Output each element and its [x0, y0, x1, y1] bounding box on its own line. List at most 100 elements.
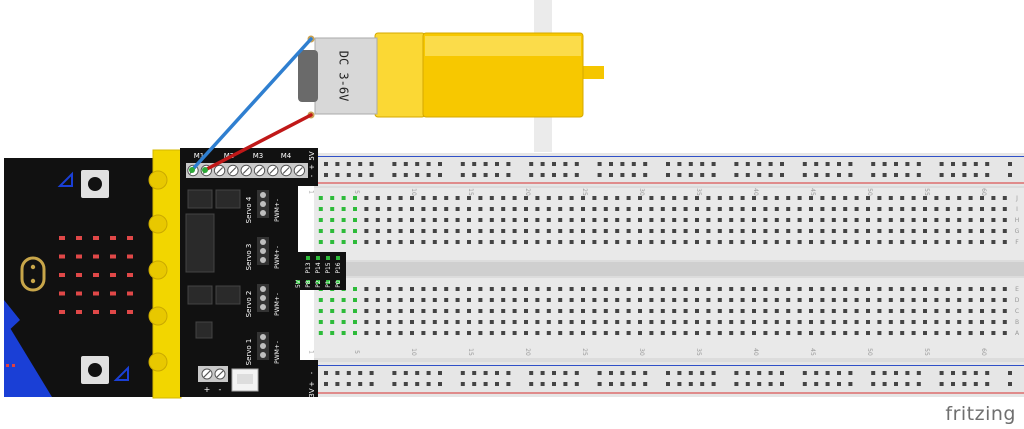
breadboard-hole — [444, 240, 449, 244]
rail-hole — [848, 173, 853, 177]
breadboard-hole — [444, 331, 449, 335]
rail-hole — [346, 371, 351, 375]
breadboard-hole — [774, 331, 779, 335]
rail-hole — [905, 371, 910, 375]
driver-board-body — [180, 148, 346, 397]
breadboard-hole — [421, 218, 426, 222]
breadboard: 1155101015152020252530303535404045455050… — [307, 153, 1024, 397]
motor-gearbox-front — [374, 32, 426, 118]
breadboard-hole — [740, 240, 745, 244]
servo-header-pin — [260, 210, 266, 216]
breadboard-hole — [717, 218, 722, 222]
rail-hole — [631, 173, 636, 177]
breadboard-hole — [911, 240, 916, 244]
breadboard-hole — [888, 196, 893, 200]
breadboard-hole — [501, 320, 506, 324]
breadboard-hole — [980, 309, 984, 313]
breadboard-hole — [843, 240, 848, 244]
breadboard-hole — [660, 331, 665, 335]
rail-hole — [335, 162, 340, 166]
rail-hole — [346, 162, 351, 166]
breadboard-hole — [626, 287, 631, 291]
rail-hole — [369, 173, 374, 177]
rail-hole — [392, 173, 397, 177]
breadboard-hole — [398, 229, 403, 233]
breadboard-hole — [581, 229, 585, 233]
breadboard-hole — [763, 240, 768, 244]
breadboard-hole — [489, 229, 494, 233]
column-number: 35 — [695, 188, 702, 196]
row-letter: G — [1015, 228, 1020, 235]
breadboard-hole — [546, 196, 551, 200]
rail-hole — [700, 162, 705, 166]
breadboard-hole — [786, 309, 791, 313]
io-pin-hole — [336, 256, 340, 260]
breadboard-hole — [467, 240, 471, 244]
breadboard-hole — [546, 207, 551, 211]
breadboard-hole — [729, 331, 734, 335]
breadboard-hole — [866, 240, 870, 244]
breadboard-hole — [398, 196, 403, 200]
rail-hole — [643, 382, 648, 386]
rail-hole — [894, 173, 898, 177]
breadboard-hole — [364, 196, 369, 200]
breadboard-hole — [717, 207, 722, 211]
rail-hole — [711, 162, 716, 166]
rail-hole — [711, 371, 716, 375]
breadboard-hole — [581, 287, 585, 291]
breadboard-hole — [615, 207, 620, 211]
breadboard-hole — [820, 309, 825, 313]
rail-hole — [894, 371, 898, 375]
breadboard-hole — [774, 229, 779, 233]
rail-hole — [574, 162, 579, 166]
breadboard-hole — [980, 298, 984, 302]
microbit-button-a-cap — [88, 177, 102, 191]
servo-pin-label: - — [274, 293, 281, 295]
servo-header-pin — [260, 343, 266, 349]
row-letter: J — [1015, 195, 1018, 202]
breadboard-hole — [945, 287, 950, 291]
breadboard-hole — [592, 207, 597, 211]
breadboard-hole — [672, 298, 677, 302]
column-number: 30 — [638, 348, 645, 356]
breadboard-hole — [980, 218, 984, 222]
breadboard-hole-connected — [330, 240, 335, 244]
breadboard-hole — [934, 240, 939, 244]
breadboard-hole — [444, 298, 449, 302]
rail-hole — [973, 371, 978, 375]
breadboard-hole — [854, 309, 859, 313]
breadboard-hole — [512, 320, 517, 324]
rail-hole — [495, 382, 499, 386]
breadboard-hole — [923, 229, 927, 233]
breadboard-hole — [558, 218, 563, 222]
breadboard-hole — [763, 298, 768, 302]
breadboard-hole — [991, 207, 996, 211]
breadboard-hole — [729, 240, 734, 244]
breadboard-hole — [467, 218, 471, 222]
terminal-screw-slot — [216, 167, 224, 174]
breadboard-hole — [843, 196, 848, 200]
breadboard-hole — [535, 196, 540, 200]
rail-hole — [939, 173, 944, 177]
servo-pin-label: - — [274, 246, 281, 248]
rail-hole — [369, 162, 374, 166]
microbit-corner-accent-2 — [4, 300, 20, 335]
motor-port-label: M1 — [194, 152, 205, 160]
edge-connector-holes — [148, 170, 168, 372]
breadboard-hole — [364, 287, 369, 291]
servo-header-pin — [260, 192, 266, 198]
breadboard-hole — [980, 331, 984, 335]
breadboard-hole — [877, 207, 882, 211]
breadboard-hole — [364, 331, 369, 335]
breadboard-hole — [672, 240, 677, 244]
breadboard-hole — [866, 320, 870, 324]
breadboard-hole — [900, 309, 905, 313]
breadboard-hole — [957, 229, 962, 233]
breadboard-hole — [809, 229, 813, 233]
rail-hole — [403, 382, 408, 386]
rail-hole — [802, 162, 807, 166]
breadboard-hole — [774, 196, 779, 200]
rail-hole — [1008, 382, 1012, 386]
power-terminal-slot-1 — [203, 370, 211, 378]
breadboard-hole — [455, 287, 460, 291]
